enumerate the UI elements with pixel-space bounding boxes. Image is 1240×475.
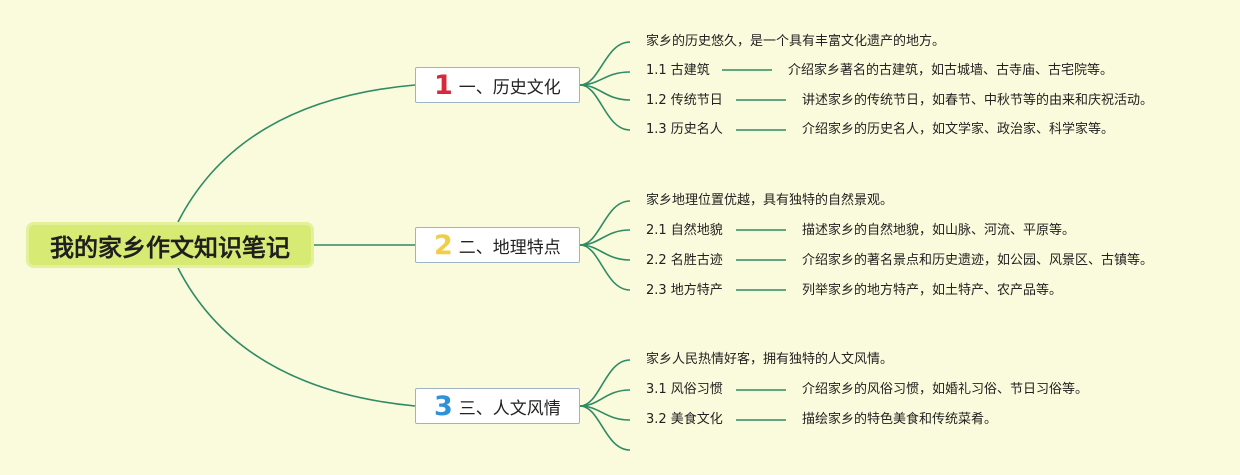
branch-1-item-3-title[interactable]: 1.3 历史名人 [646,122,723,137]
branch-2-item-2-title[interactable]: 2.2 名胜古迹 [646,253,723,268]
connector-b3-3 [579,405,631,451]
root-title: 我的家乡作文知识笔记 [50,233,290,262]
branch-1-item-2-title[interactable]: 1.2 传统节日 [646,93,723,108]
branch-3-item-2-desc[interactable]: 描绘家乡的特色美食和传统菜肴。 [802,412,998,427]
number-badge-1: 1 [434,69,453,101]
connector-b1-0 [579,41,631,86]
topic-label: 三、人文风情 [458,398,561,419]
topic-geography[interactable]: 2 二、地理特点 [415,227,580,263]
topic-humanities[interactable]: 3 三、人文风情 [415,388,580,424]
branch-1-item-1-desc[interactable]: 介绍家乡著名的古建筑，如古城墙、古寺庙、古宅院等。 [788,63,1114,78]
topic-label: 一、历史文化 [458,77,561,98]
connector-root-branch-3 [177,267,416,407]
branch-3-item-2-title[interactable]: 3.2 美食文化 [646,412,723,427]
branch-2-item-1-desc[interactable]: 描述家乡的自然地貌，如山脉、河流、平原等。 [802,223,1076,238]
branch-1-item-1-title[interactable]: 1.1 古建筑 [646,63,710,78]
root-node[interactable]: 我的家乡作文知识笔记 [26,222,314,268]
topic-history-culture[interactable]: 1 一、历史文化 [415,67,580,103]
connector-b1-3 [579,84,631,131]
branch-2-intro[interactable]: 家乡地理位置优越，具有独特的自然景观。 [646,193,894,208]
branch-1-item-3-desc[interactable]: 介绍家乡的历史名人，如文学家、政治家、科学家等。 [802,122,1115,137]
branch-3-item-1-title[interactable]: 3.1 风俗习惯 [646,382,723,397]
connector-root-branch-1 [177,84,416,223]
branch-2-item-3-desc[interactable]: 列举家乡的地方特产，如土特产、农产品等。 [802,283,1063,298]
branch-1-intro[interactable]: 家乡的历史悠久，是一个具有丰富文化遗产的地方。 [646,34,946,49]
branch-3-intro[interactable]: 家乡人民热情好客，拥有独特的人文风情。 [646,352,894,367]
branch-3-item-1-desc[interactable]: 介绍家乡的风俗习惯，如婚礼习俗、节日习俗等。 [802,382,1089,397]
connector-b3-0 [579,359,631,407]
topic-label: 二、地理特点 [458,237,561,258]
number-badge-3: 3 [434,390,453,422]
branch-2-item-3-title[interactable]: 2.3 地方特产 [646,283,723,298]
connector-b2-0 [579,200,631,246]
connector-b2-3 [579,244,631,291]
branch-2-item-2-desc[interactable]: 介绍家乡的著名景点和历史遗迹，如公园、风景区、古镇等。 [802,253,1154,268]
number-badge-2: 2 [434,229,453,261]
branch-2-item-1-title[interactable]: 2.1 自然地貌 [646,223,723,238]
branch-1-item-2-desc[interactable]: 讲述家乡的传统节日，如春节、中秋节等的由来和庆祝活动。 [802,93,1154,108]
